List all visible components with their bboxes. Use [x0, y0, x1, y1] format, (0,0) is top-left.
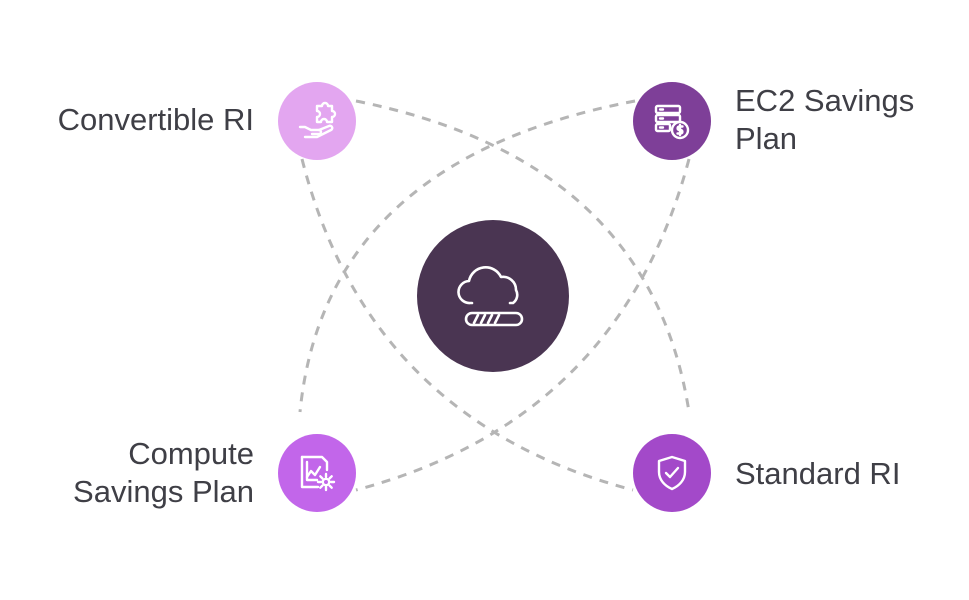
convertible-ri-label: Convertible RI	[57, 102, 254, 137]
standard-ri-label: Standard RI	[735, 456, 901, 491]
server-dollar-icon	[654, 104, 690, 140]
convertible-ri-node	[278, 82, 356, 160]
standard-ri-node	[633, 434, 711, 512]
ec2-savings-plan-node	[633, 82, 711, 160]
arc-convertible-to-standard-lower	[300, 158, 634, 492]
ec2-savings-plan-label: EC2 Savings Plan	[735, 83, 915, 156]
arc-ec2-to-compute-upper	[298, 99, 636, 413]
shield-check-icon	[657, 455, 687, 491]
arc-ec2-to-compute-lower	[355, 158, 691, 492]
compute-savings-plan-label: Compute Savings Plan	[73, 436, 254, 509]
arc-convertible-to-standard-upper	[355, 99, 691, 413]
puzzle-hand-icon	[298, 101, 337, 139]
cloud-progress-icon	[457, 266, 524, 327]
chart-gear-icon	[300, 455, 336, 492]
center-node	[417, 220, 569, 372]
compute-savings-plan-node	[278, 434, 356, 512]
